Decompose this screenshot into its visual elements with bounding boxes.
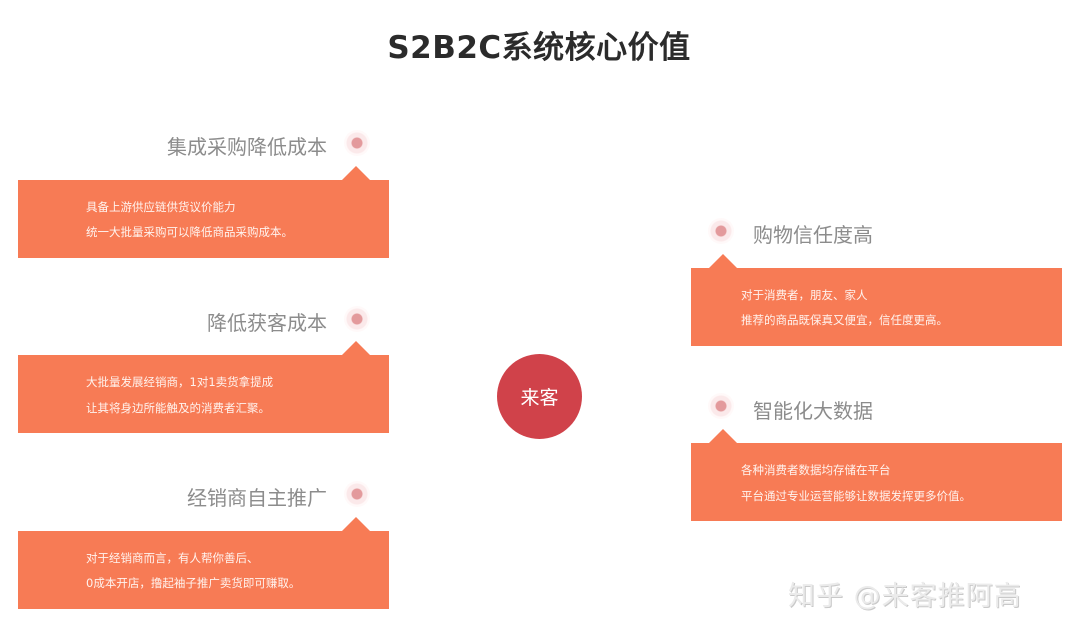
left-item-1-heading: 集成采购降低成本 [167, 135, 327, 159]
bullet-dot-icon [344, 130, 370, 156]
left-item-1-line-2: 统一大批量采购可以降低商品采购成本。 [86, 225, 293, 239]
right-item-1-panel: 对于消费者，朋友、家人 推荐的商品既保真又便宜，信任度更高。 [691, 268, 1062, 346]
pointer-triangle-icon [342, 166, 370, 180]
bullet-dot-icon [708, 393, 734, 419]
left-item-3-heading: 经销商自主推广 [187, 486, 327, 510]
pointer-triangle-icon [709, 429, 737, 443]
bullet-dot-icon [344, 481, 370, 507]
left-item-2-heading: 降低获客成本 [207, 311, 327, 335]
center-label: 来客 [520, 387, 559, 409]
right-item-1-heading: 购物信任度高 [753, 223, 873, 247]
right-item-2-panel: 各种消费者数据均存储在平台 平台通过专业运营能够让数据发挥更多价值。 [691, 443, 1062, 521]
right-item-1-line-1: 对于消费者，朋友、家人 [741, 288, 868, 302]
left-item-1-panel: 具备上游供应链供货议价能力 统一大批量采购可以降低商品采购成本。 [18, 180, 389, 258]
left-item-2-panel: 大批量发展经销商，1对1卖货拿提成 让其将身边所能触及的消费者汇聚。 [18, 355, 389, 433]
pointer-triangle-icon [342, 517, 370, 531]
left-item-2-line-1: 大批量发展经销商，1对1卖货拿提成 [86, 375, 274, 389]
pointer-triangle-icon [709, 254, 737, 268]
left-item-3-line-1: 对于经销商而言，有人帮你善后、 [86, 551, 259, 565]
center-node: 来客 [497, 354, 582, 439]
right-item-2-heading: 智能化大数据 [753, 399, 873, 423]
left-item-2-line-2: 让其将身边所能触及的消费者汇聚。 [86, 401, 270, 415]
right-item-2-line-2: 平台通过专业运营能够让数据发挥更多价值。 [741, 489, 971, 503]
bullet-dot-icon [344, 306, 370, 332]
watermark: 知乎 @来客推阿高 [788, 581, 1022, 612]
left-item-1-line-1: 具备上游供应链供货议价能力 [86, 200, 236, 214]
page-title: S2B2C系统核心价值 [387, 30, 691, 66]
pointer-triangle-icon [342, 341, 370, 355]
right-item-2-line-1: 各种消费者数据均存储在平台 [741, 463, 891, 477]
bullet-dot-icon [708, 218, 734, 244]
right-item-1-line-2: 推荐的商品既保真又便宜，信任度更高。 [741, 313, 948, 327]
left-item-3-panel: 对于经销商而言，有人帮你善后、 0成本开店，撸起袖子推广卖货即可赚取。 [18, 531, 389, 609]
left-item-3-line-2: 0成本开店，撸起袖子推广卖货即可赚取。 [86, 576, 301, 590]
